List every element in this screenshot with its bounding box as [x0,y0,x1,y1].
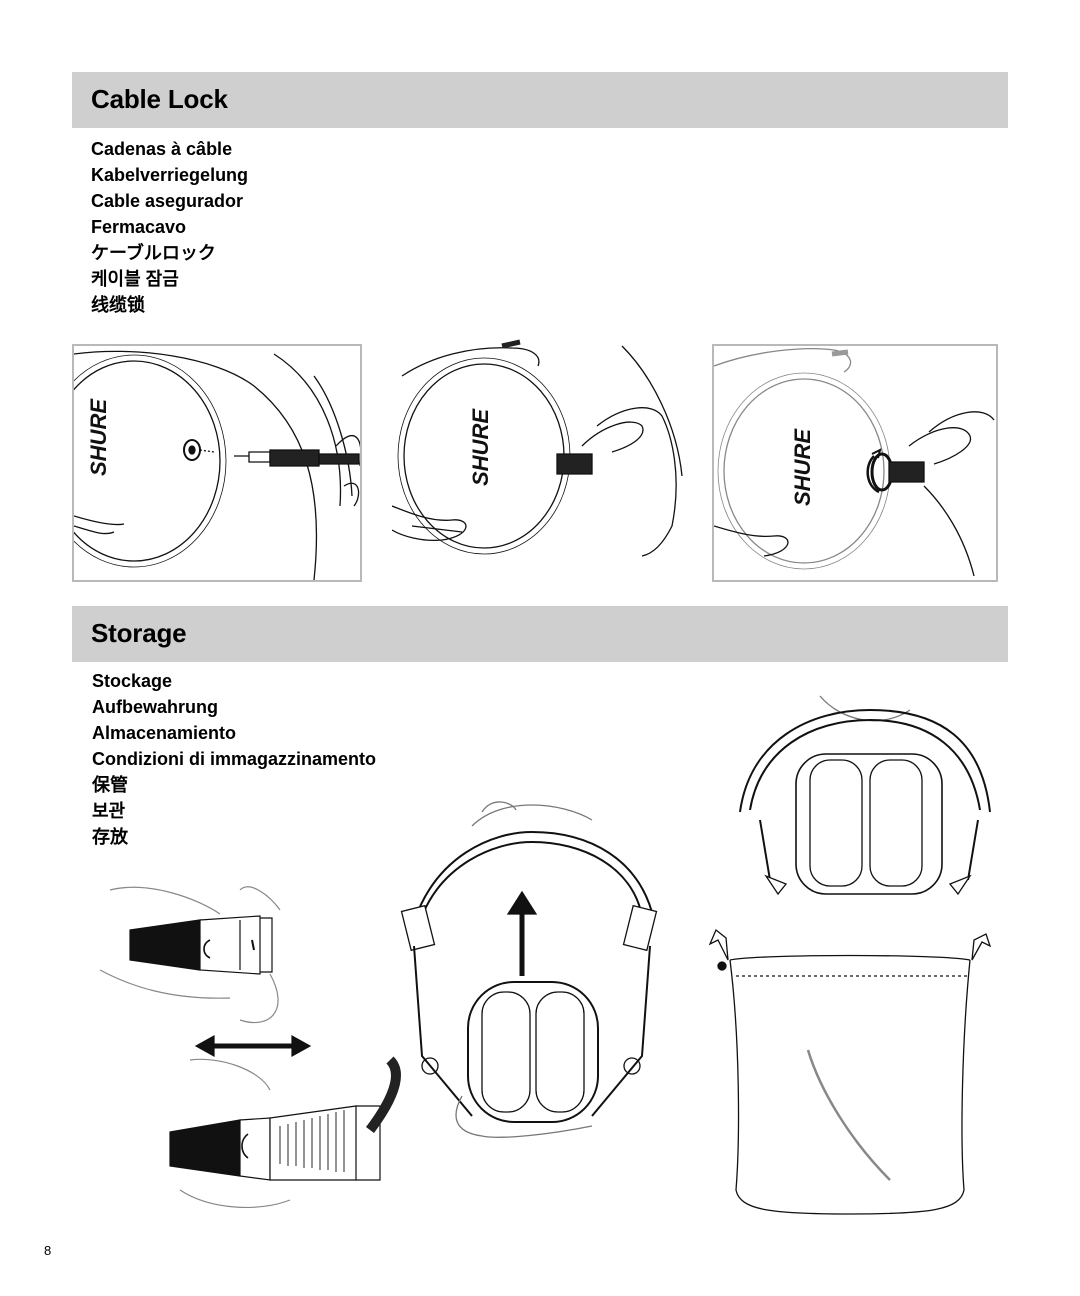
translation-fr: Cadenas à câble [91,139,233,159]
translation-fr: Stockage [92,671,173,691]
translation-de: Kabelverriegelung [91,165,249,185]
storage-header: Storage [72,606,1008,662]
cable-lock-step-2-illustration: SHURE [391,336,692,571]
cable-lock-step-1-illustration: SHURE [72,344,362,582]
folded-headphones-illustration [730,690,1010,925]
page-number: 8 [44,1243,52,1258]
cable-lock-title: Cable Lock [91,84,228,114]
cable-lock-header: Cable Lock [72,72,1008,128]
fold-headphones-illustration [392,796,692,1161]
shure-logo-1: SHURE [86,398,111,476]
translation-de: Aufbewahrung [92,697,218,717]
shure-logo-3: SHURE [790,428,815,506]
translation-zh: 线缆锁 [91,295,145,315]
translation-es: Almacenamiento [92,723,237,743]
headband-adjust-illustration [90,870,410,1225]
translation-ko: 보관 [92,801,126,821]
cable-lock-translations: Cadenas à câble Kabelverriegelung Cable … [91,136,248,318]
translation-ja: 保管 [92,775,128,795]
storage-title: Storage [91,618,187,648]
translation-it: Fermacavo [91,217,187,237]
translation-es: Cable asegurador [91,191,244,211]
translation-ko: 케이블 잠금 [91,269,179,289]
translation-zh: 存放 [92,827,128,847]
storage-pouch-illustration [700,920,1000,1225]
translation-it: Condizioni di immagazzinamento [92,749,377,769]
translation-ja: ケーブルロック [91,243,216,263]
cable-lock-step-3-illustration: SHURE [712,344,998,582]
storage-translations: Stockage Aufbewahrung Almacenamiento Con… [92,668,376,850]
shure-logo-2: SHURE [468,408,493,486]
